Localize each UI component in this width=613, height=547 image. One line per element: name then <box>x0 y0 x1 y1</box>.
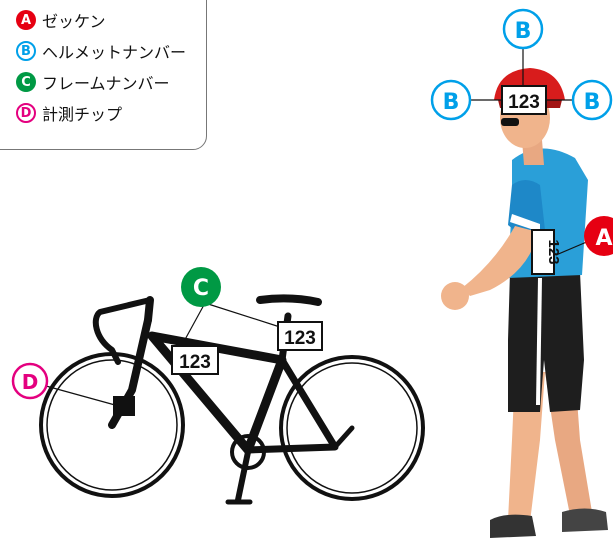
legend-badge-d: D <box>16 103 36 123</box>
legend-label-helmet-number: ヘルメットナンバー <box>42 43 187 62</box>
callout-b-top-badge <box>502 8 544 50</box>
callout-line-chip <box>45 385 116 406</box>
legend-badge-c: C <box>16 72 36 92</box>
legend-item-timing-chip: D 計測チップ <box>16 100 122 126</box>
legend-item-helmet-number: B ヘルメットナンバー <box>16 38 186 64</box>
rider-shorts <box>508 272 584 412</box>
handlebar <box>92 297 153 365</box>
legend-label-frame-number: フレームナンバー <box>42 74 170 93</box>
callout-a-letter: A <box>595 226 612 251</box>
rider-illustration <box>441 68 608 538</box>
chainring <box>230 434 266 470</box>
legend-badge-b: B <box>16 41 36 61</box>
callout-line-frame-top <box>204 302 281 328</box>
bib-number: 123 <box>545 239 562 264</box>
timing-chip <box>113 396 135 416</box>
rider-sunglasses <box>501 118 519 126</box>
callout-c-letter: C <box>193 276 209 301</box>
frame-top-plate <box>277 321 323 351</box>
legend-box: A ゼッケン B ヘルメットナンバー C フレームナンバー D 計測チップ <box>0 0 207 150</box>
callout-b-top-letter: B <box>515 19 532 44</box>
legend-label-bib: ゼッケン <box>42 12 106 31</box>
frame-tube-number: 123 <box>179 352 211 373</box>
legend-label-timing-chip: 計測チップ <box>42 105 123 124</box>
legend-item-frame-number: C フレームナンバー <box>16 69 170 95</box>
rider-back-shoe <box>490 514 536 538</box>
callout-c-badge <box>181 267 221 307</box>
rider-front-shoe <box>562 508 608 532</box>
rear-wheel <box>279 355 425 501</box>
callout-b-left-badge <box>430 79 472 121</box>
callout-a-badge <box>584 216 613 256</box>
callout-b-right-letter: B <box>584 90 601 115</box>
shorts-stripe <box>536 277 542 406</box>
callout-b-right-badge <box>571 79 613 121</box>
saddle <box>256 294 322 306</box>
frame-top-number: 123 <box>284 328 316 349</box>
helmet-number: 123 <box>508 92 540 113</box>
bib-plate <box>531 229 555 275</box>
rider-hand <box>441 282 469 310</box>
helmet-number-plate <box>501 85 547 115</box>
sleeve-band <box>510 214 540 232</box>
callout-b-left-letter: B <box>443 90 460 115</box>
frame-tube-plate <box>171 345 219 375</box>
callout-line-frame-tube <box>181 302 206 346</box>
front-rim <box>46 359 178 491</box>
legend-badge-a: A <box>16 10 36 30</box>
legend-item-bib: A ゼッケン <box>16 7 106 33</box>
callout-d-letter: D <box>22 370 39 394</box>
crank-arm <box>235 449 251 503</box>
callout-d-badge <box>11 362 49 400</box>
rider-arm <box>462 226 538 296</box>
rear-rim <box>286 362 418 494</box>
